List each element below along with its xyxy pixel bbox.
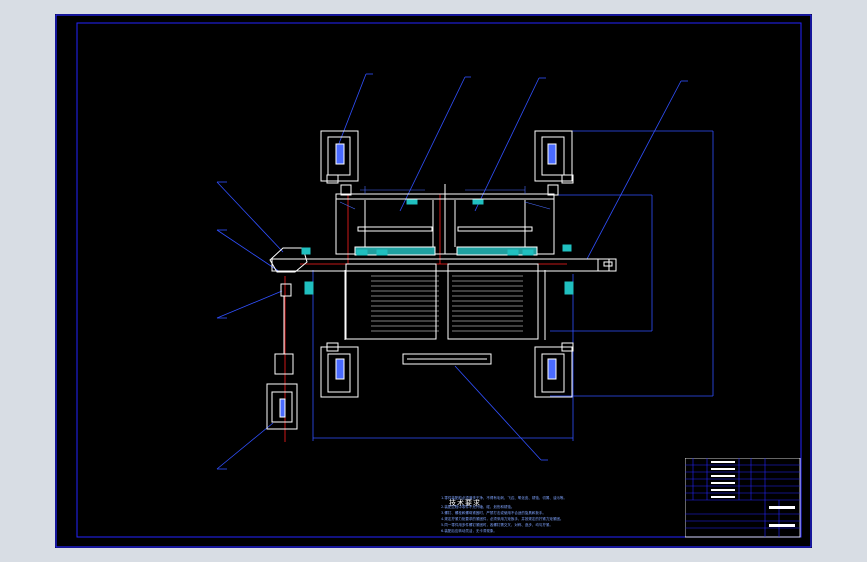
roller-bottom-right <box>534 342 574 398</box>
dimension-lines <box>312 130 714 441</box>
side-hook-assembly <box>266 247 308 430</box>
cad-viewport[interactable]: 技术要求 1.零件装配前必须清洗干净，不得有毛刺、飞边、氧化皮、锈蚀、切屑、油污… <box>55 14 812 548</box>
upper-frame <box>335 184 555 256</box>
inner-frame <box>76 22 802 538</box>
bottom-plate <box>402 353 492 365</box>
note-line: 3.螺钉、螺栓和螺母紧固时，严禁打击或使用不合适的旋具和扳手。 <box>441 511 546 515</box>
notes-title: 技术要求 <box>449 499 481 507</box>
bolts <box>301 199 574 295</box>
roller-bottom-left <box>320 342 359 398</box>
title-block <box>685 458 801 538</box>
note-line: 4.规定拧紧力矩要求的紧固件，必须采用力矩扳手，并按规定的拧紧力矩紧固。 <box>441 517 564 521</box>
upper-frame-hatching <box>339 186 551 210</box>
roller-units <box>320 130 574 398</box>
cross-beam <box>271 258 617 272</box>
note-line: 1.零件装配前必须清洗干净，不得有毛刺、飞边、氧化皮、锈蚀、切屑、油污等。 <box>441 496 567 500</box>
note-line: 6.装配后应转动灵活，无卡滞现象。 <box>441 529 497 533</box>
roller-top-left <box>320 130 359 196</box>
outer-frame <box>55 14 812 548</box>
note-line: 5.同一零件用多件螺钉紧固时，各螺钉需交叉、对称、逐步、均匀拧紧。 <box>441 523 553 527</box>
roller-top-right <box>534 130 574 196</box>
leader-lines <box>216 73 688 470</box>
note-line: 2.装配过程中零件不允许磕、碰、划伤和锈蚀。 <box>441 505 515 509</box>
rope-drums <box>344 263 546 340</box>
assembly-drawing <box>55 14 812 548</box>
drum-grooves <box>371 270 523 332</box>
